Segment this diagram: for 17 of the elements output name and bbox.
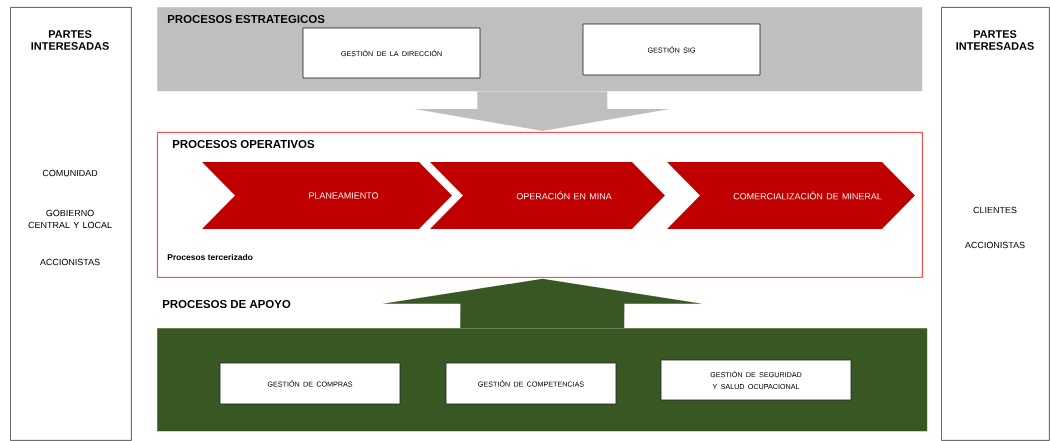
panel-heading: PARTES INTERESADAS — [31, 30, 109, 50]
chevron-step: PLANEAMIENTO — [202, 162, 452, 229]
panel-heading: PARTES INTERESADAS — [956, 30, 1034, 50]
stakeholder-name: CLIENTES — [973, 206, 1017, 214]
stakeholder-name: COMUNIDAD — [42, 169, 98, 177]
section-heading: PROCESOS OPERATIVOS — [172, 139, 315, 149]
stakeholder-name: GOBIERNO CENTRAL Y LOCAL — [28, 209, 112, 229]
note-text: Procesos tercerizado — [167, 253, 253, 261]
node-label: PLANEAMIENTO — [309, 192, 379, 199]
node-label: OPERACIÓN EN MINA — [516, 191, 612, 200]
stakeholder-name: ACCIONISTAS — [39, 258, 100, 266]
block-arrow — [382, 278, 703, 328]
chevron-step: OPERACIÓN EN MINA — [430, 162, 665, 229]
section-heading: PROCESOS DE APOYO — [162, 299, 291, 309]
section-heading: PROCESOS ESTRATEGICOS — [167, 14, 325, 24]
chevron-step: COMERCIALIZACIÓN DE MINERAL — [667, 162, 915, 229]
stakeholder-name: ACCIONISTAS — [964, 241, 1025, 249]
